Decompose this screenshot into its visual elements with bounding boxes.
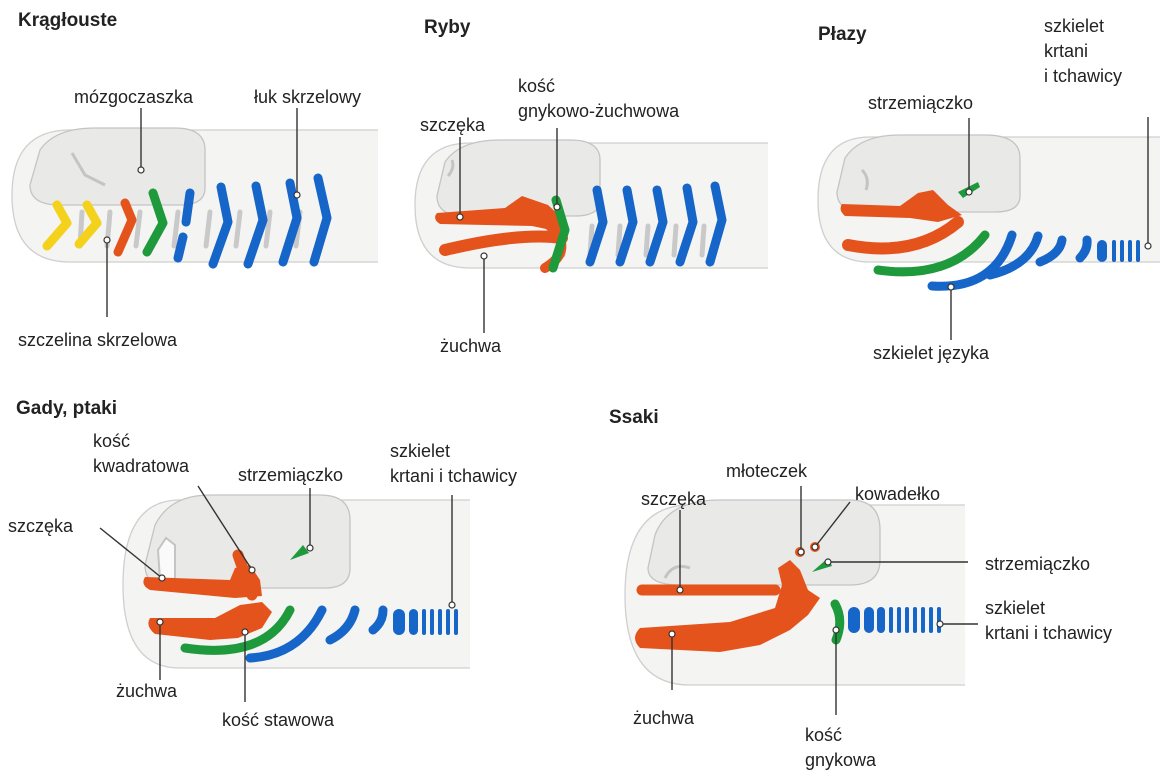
leader-dot — [677, 587, 683, 593]
leader-dot — [294, 192, 300, 198]
label-krtani-i-tchawicy: krtani i tchawicy — [985, 623, 1112, 643]
label-kosc-stawowa: kość stawowa — [222, 710, 335, 730]
label-kosc: kość — [805, 725, 842, 745]
label-szkielet: szkielet — [1044, 16, 1104, 36]
larynx-cartilage — [848, 607, 860, 633]
label-luk-skrzelowy: łuk skrzelowy — [254, 87, 361, 107]
larynx-cartilage — [409, 609, 418, 635]
label-kosc: kość — [518, 76, 555, 96]
leader-dot — [138, 167, 144, 173]
larynx-cartilage — [393, 609, 405, 635]
panel-ryby: Ryby kość gnykowo-żuchwowa — [415, 17, 768, 356]
leader-dot — [937, 621, 943, 627]
label-mloteczek: młoteczek — [726, 461, 808, 481]
larynx-cartilage — [864, 607, 874, 633]
cranium — [648, 500, 880, 585]
label-gnykowo-zuchwowa: gnykowo-żuchwowa — [518, 101, 680, 121]
label-zuchwa: żuchwa — [633, 708, 695, 728]
arch-blue — [178, 237, 183, 258]
leader-dot — [1145, 243, 1151, 249]
leader-dot — [159, 575, 165, 581]
leader-dot — [242, 629, 248, 635]
panel-title-kraglouste: Krągłouste — [18, 10, 117, 31]
leader-dot — [669, 631, 675, 637]
leader-dot — [249, 567, 255, 573]
leader-dot — [798, 549, 804, 555]
label-szczeka: szczęka — [8, 516, 74, 536]
panel-title-ssaki: Ssaki — [609, 407, 659, 428]
leader-dot — [948, 284, 954, 290]
label-strzemiaczko: strzemiączko — [238, 465, 343, 485]
panel-title-plazy: Płazy — [818, 24, 867, 45]
leader-dot — [457, 214, 463, 220]
label-kowadelko: kowadełko — [855, 484, 940, 504]
leader-dot — [481, 253, 487, 259]
leader-dot — [812, 544, 818, 550]
label-strzemiaczko: strzemiączko — [985, 554, 1090, 574]
panel-gady: Gady, ptaki kość — [8, 398, 517, 730]
label-szkielet: szkielet — [985, 598, 1045, 618]
leader-dot — [104, 237, 110, 243]
label-szkielet-jezyka: szkielet języka — [873, 343, 990, 363]
label-szczeka: szczęka — [420, 115, 486, 135]
panel-kraglouste: Krągłouste — [12, 10, 378, 350]
leader-dot — [449, 602, 455, 608]
label-szczelina-skrzelowa: szczelina skrzelowa — [18, 330, 178, 350]
label-krtani-i-tchawicy: krtani i tchawicy — [390, 466, 517, 486]
label-i-tchawicy: i tchawicy — [1044, 66, 1122, 86]
label-zuchwa: żuchwa — [116, 681, 178, 701]
leader-dot — [307, 545, 313, 551]
leader-dot — [554, 204, 560, 210]
label-krtani: krtani — [1044, 41, 1088, 61]
larynx-cartilage — [877, 607, 885, 633]
label-szczeka: szczęka — [641, 489, 707, 509]
leader-dot — [966, 189, 972, 195]
leader-dot — [825, 559, 831, 565]
leader-dot — [833, 627, 839, 633]
label-mozgoczaszka: mózgoczaszka — [74, 87, 194, 107]
label-kwadratowa: kwadratowa — [93, 456, 190, 476]
leader-dot — [157, 619, 163, 625]
panel-title-ryby: Ryby — [424, 17, 471, 38]
label-strzemiaczko: strzemiączko — [868, 93, 973, 113]
panel-ssaki: Ssaki — [609, 407, 1112, 770]
panel-title-gady: Gady, ptaki — [16, 398, 117, 419]
arch-blue — [186, 193, 190, 222]
label-kosc: kość — [93, 431, 130, 451]
larynx-cartilage — [1097, 240, 1107, 262]
panel-plazy: Płazy strzemiączko szkielet krtani i tch… — [818, 16, 1160, 363]
cranium — [30, 128, 205, 205]
label-gnykowa: gnykowa — [805, 750, 877, 770]
label-zuchwa: żuchwa — [440, 336, 502, 356]
label-szkielet: szkielet — [390, 441, 450, 461]
